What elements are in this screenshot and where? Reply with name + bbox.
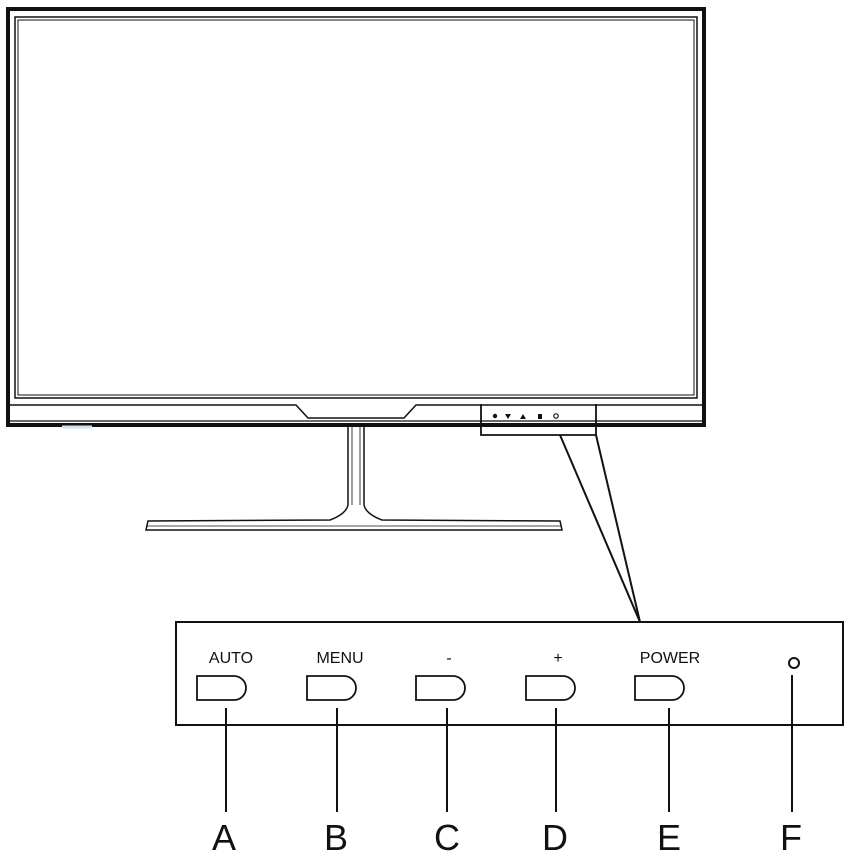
callout-b: B [324,817,348,857]
menu-icon [492,413,498,419]
monitor-chin-line [10,404,702,419]
button-highlight-box [480,404,597,436]
button-auto[interactable]: AUTO [196,650,253,701]
button-label-plus: + [553,650,562,667]
button-power[interactable]: POWER [634,650,700,701]
button-label-minus: - [446,650,451,667]
callout-c: C [434,817,460,857]
monitor-screen [14,16,698,399]
callout-pointers [225,675,793,812]
power-icon [553,413,559,419]
button-minus[interactable]: - [415,650,466,701]
callout-f: F [780,817,802,857]
callout-e: E [657,817,681,857]
monitor-stand [145,425,563,531]
auto-icon [538,414,542,419]
button-label-auto: AUTO [209,650,253,667]
callout-leader-lines [559,434,641,623]
up-arrow-icon [520,414,526,419]
power-indicator-led [788,657,800,669]
button-menu[interactable]: MENU [306,650,364,701]
control-panel [175,621,844,726]
button-label-power: POWER [640,650,700,667]
monitor-screen-inner [17,19,695,396]
callout-a: A [212,817,236,857]
button-label-menu: MENU [316,650,363,667]
down-arrow-icon [505,414,511,419]
monitor-bezel [6,7,706,427]
button-plus[interactable]: + [525,650,576,701]
monitor [6,7,706,427]
monitor-button-strip [492,413,559,419]
callout-d: D [542,817,568,857]
